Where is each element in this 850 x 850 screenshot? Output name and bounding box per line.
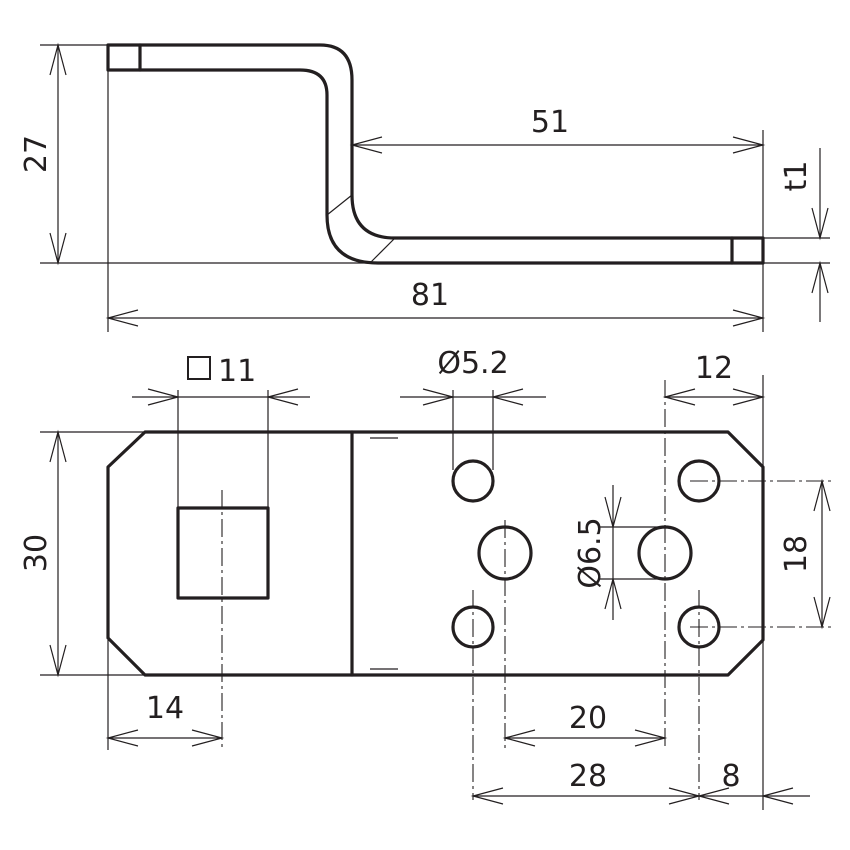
arrow-81-left — [105, 309, 139, 327]
label-spacing-28: 28 — [569, 759, 607, 794]
plan-view: 11 Ø5.2 12 30 Ø6.5 18 — [19, 346, 835, 810]
bend-line-inner — [369, 237, 396, 264]
label-width-30: 30 — [19, 534, 54, 572]
arrow-11-right — [265, 388, 299, 406]
label-thickness-t1: t1 — [779, 161, 814, 192]
plate-outline — [106, 430, 765, 677]
arrow-27-top — [49, 42, 67, 76]
label-length-12: 12 — [695, 351, 733, 386]
arrow-51-right — [732, 136, 766, 154]
arrow-52-right — [490, 388, 524, 406]
label-dia-65: Ø6.5 — [573, 517, 608, 588]
arrow-18-bottom — [813, 596, 831, 630]
arrow-30-bottom — [49, 644, 67, 678]
arrow-14-right — [191, 729, 225, 747]
arrow-12-right — [732, 388, 766, 406]
arrow-12-left — [662, 388, 696, 406]
side-view-profile — [106, 43, 765, 265]
arrow-52-left — [422, 388, 456, 406]
arrow-65-top — [604, 496, 622, 530]
arrow-28-left — [470, 787, 504, 805]
label-height-27: 27 — [19, 135, 54, 173]
arrow-20-left — [502, 729, 536, 747]
label-pitch-18: 18 — [779, 535, 814, 573]
label-offset-14: 14 — [146, 691, 184, 726]
label-length-81: 81 — [411, 278, 449, 313]
arrow-20-right — [634, 729, 668, 747]
arrow-14-left — [105, 729, 139, 747]
square-hole — [176, 506, 270, 600]
bend-line-outer — [326, 194, 353, 216]
arrow-t1-top — [811, 207, 829, 241]
label-dia-52: Ø5.2 — [437, 346, 508, 381]
arrow-27-bottom — [49, 232, 67, 266]
square-symbol-icon — [187, 356, 211, 380]
arrow-51-left — [349, 136, 383, 154]
label-square-11: 11 — [218, 354, 256, 389]
side-view: 27 51 t1 81 — [19, 42, 830, 332]
arrow-18-top — [813, 478, 831, 512]
arrow-65-bottom — [604, 576, 622, 610]
arrow-t1-bottom — [811, 260, 829, 294]
arrow-81-right — [732, 309, 766, 327]
arrow-8-right — [760, 787, 794, 805]
arrow-30-top — [49, 429, 67, 463]
arrow-8-left — [696, 787, 730, 805]
label-offset-8: 8 — [721, 759, 740, 794]
arrow-11-left — [147, 388, 181, 406]
label-length-51: 51 — [531, 105, 569, 140]
hole-small-top — [451, 459, 495, 503]
label-spacing-20: 20 — [569, 701, 607, 736]
